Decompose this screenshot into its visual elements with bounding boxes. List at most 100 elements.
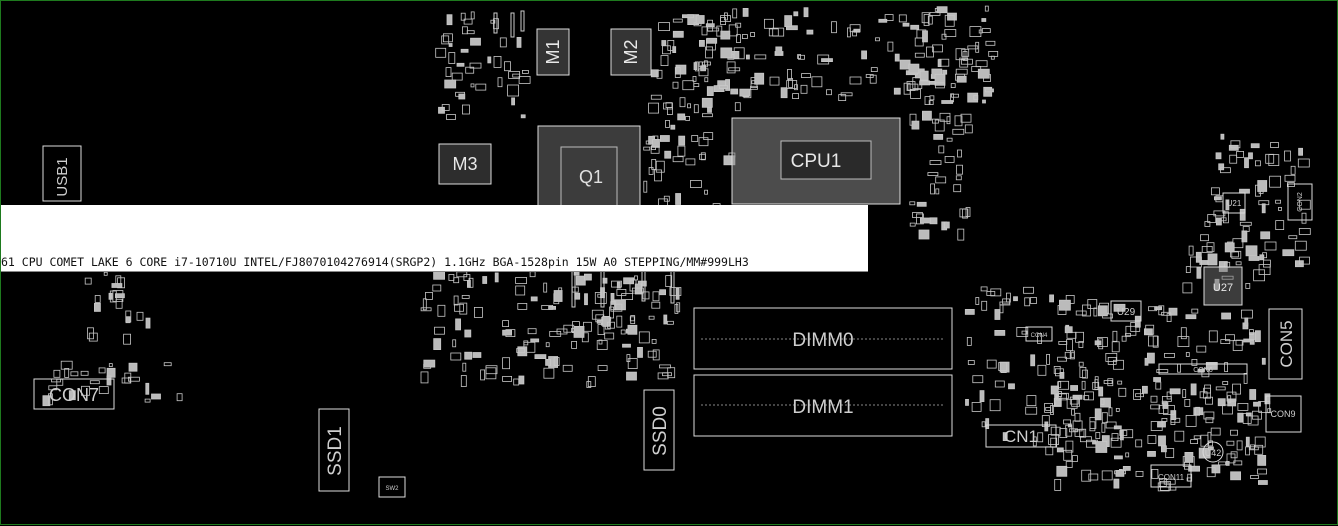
ssd1-connector[interactable]: SSD1 xyxy=(318,408,350,492)
smd-component[interactable] xyxy=(706,86,714,96)
smd-component[interactable] xyxy=(445,67,452,77)
smd-component[interactable] xyxy=(1214,196,1222,201)
smd-component[interactable] xyxy=(1168,486,1177,491)
smd-component[interactable] xyxy=(869,74,877,84)
smd-component[interactable] xyxy=(48,385,58,391)
smd-component[interactable] xyxy=(1250,444,1255,450)
smd-component[interactable] xyxy=(1081,380,1086,390)
smd-component[interactable] xyxy=(507,84,520,97)
smd-component[interactable] xyxy=(423,359,436,368)
smd-component[interactable] xyxy=(736,34,741,43)
smd-component[interactable] xyxy=(494,272,499,283)
smd-component[interactable] xyxy=(629,316,635,322)
smd-component[interactable] xyxy=(516,37,522,48)
smd-component[interactable] xyxy=(115,298,123,309)
smd-component[interactable] xyxy=(611,280,622,288)
smd-component[interactable] xyxy=(1207,253,1218,266)
smd-component[interactable] xyxy=(693,83,700,87)
smd-component[interactable] xyxy=(769,76,780,86)
smd-component[interactable] xyxy=(515,277,527,284)
smd-component[interactable] xyxy=(665,120,670,128)
smd-component[interactable] xyxy=(1147,450,1156,457)
smd-component[interactable] xyxy=(53,369,61,378)
smd-component[interactable] xyxy=(1230,471,1241,481)
smd-component[interactable] xyxy=(108,363,113,368)
smd-component[interactable] xyxy=(1190,383,1197,396)
smd-component[interactable] xyxy=(1191,358,1198,366)
smd-component[interactable] xyxy=(966,336,972,346)
smd-component[interactable] xyxy=(461,294,470,299)
smd-component[interactable] xyxy=(954,115,963,127)
smd-component[interactable] xyxy=(937,59,942,67)
smd-component[interactable] xyxy=(768,28,779,37)
smd-component[interactable] xyxy=(513,378,520,386)
smd-component[interactable] xyxy=(667,107,673,115)
smd-component[interactable] xyxy=(475,83,487,91)
smd-component[interactable] xyxy=(705,23,715,28)
smd-component[interactable] xyxy=(956,75,967,83)
smd-component[interactable] xyxy=(123,333,131,345)
u29-chip[interactable]: U29 xyxy=(1110,300,1142,322)
smd-component[interactable] xyxy=(461,26,468,35)
smd-component[interactable] xyxy=(111,283,123,288)
smd-component[interactable] xyxy=(94,302,101,312)
smd-component[interactable] xyxy=(817,54,830,65)
smd-component[interactable] xyxy=(634,283,642,295)
smd-component[interactable] xyxy=(1050,385,1059,395)
smd-component[interactable] xyxy=(1301,212,1307,224)
smd-component[interactable] xyxy=(754,54,767,60)
smd-component[interactable] xyxy=(650,94,662,100)
smd-component[interactable] xyxy=(1092,381,1100,390)
u42-chip[interactable]: U42 xyxy=(1202,441,1224,463)
smd-component[interactable] xyxy=(1154,306,1162,311)
smd-component[interactable] xyxy=(1223,211,1229,224)
smd-component[interactable] xyxy=(1135,439,1143,448)
smd-component[interactable] xyxy=(1242,226,1250,232)
smd-component[interactable] xyxy=(705,46,713,59)
smd-component[interactable] xyxy=(1072,455,1078,463)
smd-component[interactable] xyxy=(1037,333,1042,344)
smd-component[interactable] xyxy=(485,365,498,375)
smd-component[interactable] xyxy=(522,70,529,74)
smd-component[interactable] xyxy=(1135,393,1144,398)
smd-component[interactable] xyxy=(1110,437,1122,448)
smd-component[interactable] xyxy=(981,28,991,34)
header-pin[interactable] xyxy=(510,12,515,38)
smd-component[interactable] xyxy=(446,114,456,120)
smd-component[interactable] xyxy=(648,166,654,175)
smd-component[interactable] xyxy=(957,149,962,158)
smd-component[interactable] xyxy=(775,46,783,56)
smd-component[interactable] xyxy=(487,56,492,64)
smd-component[interactable] xyxy=(543,367,555,379)
smd-component[interactable] xyxy=(967,45,979,50)
smd-component[interactable] xyxy=(1224,362,1228,373)
sw2-switch[interactable]: SW2 xyxy=(378,476,406,498)
smd-component[interactable] xyxy=(1147,434,1157,444)
smd-component[interactable] xyxy=(1208,446,1214,451)
smd-component[interactable] xyxy=(451,72,463,81)
smd-component[interactable] xyxy=(1103,380,1113,384)
smd-component[interactable] xyxy=(1113,359,1124,370)
smd-component[interactable] xyxy=(1245,245,1258,257)
smd-component[interactable] xyxy=(1152,335,1159,348)
smd-component[interactable] xyxy=(109,290,117,303)
smd-component[interactable] xyxy=(1261,203,1266,214)
smd-component[interactable] xyxy=(955,48,966,61)
smd-component[interactable] xyxy=(1108,407,1113,417)
smd-component[interactable] xyxy=(106,375,112,386)
smd-component[interactable] xyxy=(497,77,503,88)
smd-component[interactable] xyxy=(699,40,705,47)
smd-component[interactable] xyxy=(682,80,695,91)
smd-component[interactable] xyxy=(1144,328,1153,336)
smd-component[interactable] xyxy=(1070,352,1075,359)
smd-component[interactable] xyxy=(1254,436,1266,448)
smd-component[interactable] xyxy=(1290,165,1296,175)
smd-component[interactable] xyxy=(975,297,980,305)
smd-component[interactable] xyxy=(1205,361,1218,370)
smd-component[interactable] xyxy=(677,113,686,121)
smd-component[interactable] xyxy=(163,362,172,367)
smd-component[interactable] xyxy=(831,21,837,34)
smd-component[interactable] xyxy=(1161,417,1168,422)
smd-component[interactable] xyxy=(1115,407,1120,412)
smd-component[interactable] xyxy=(648,315,655,320)
